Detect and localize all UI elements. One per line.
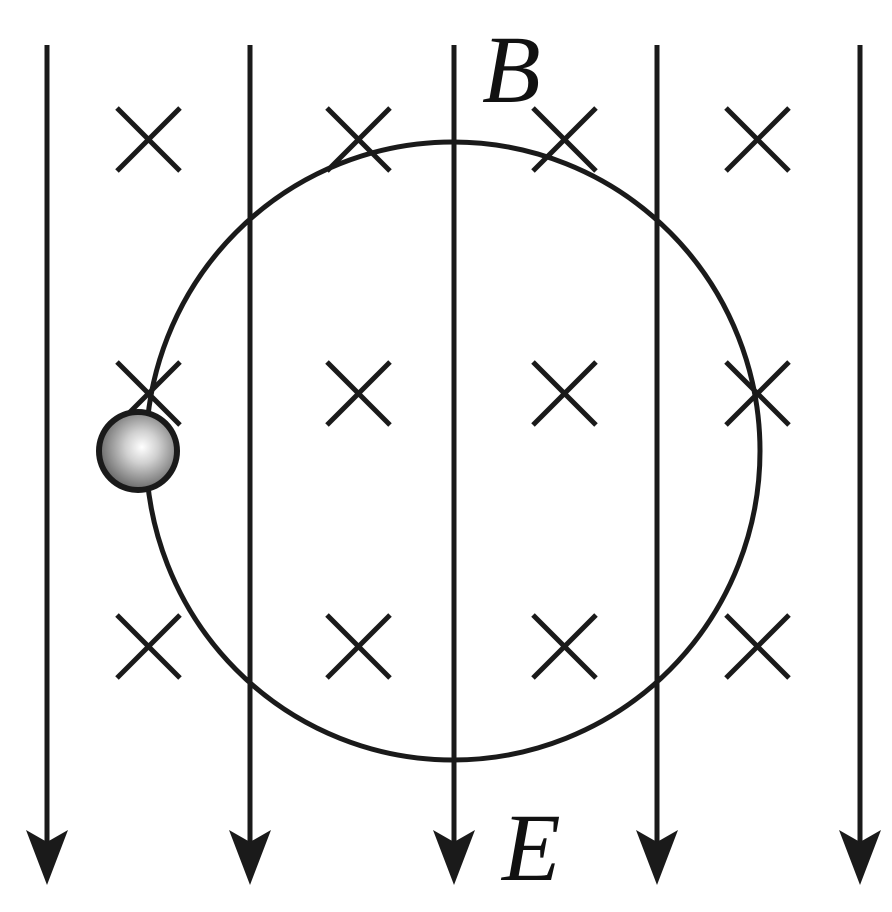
magnetic-cross-icon bbox=[531, 360, 598, 427]
electric-field-line bbox=[839, 45, 881, 885]
magnetic-field-label: B bbox=[482, 16, 541, 123]
magnetic-cross-icon bbox=[531, 613, 598, 680]
charged-ball-icon bbox=[96, 409, 180, 493]
magnetic-cross-icon bbox=[115, 106, 182, 173]
magnetic-cross-icon bbox=[724, 360, 791, 427]
magnetic-cross-icon bbox=[325, 106, 392, 173]
electric-field-lines bbox=[26, 45, 881, 885]
electric-field-line bbox=[229, 45, 271, 885]
magnetic-cross-icon bbox=[531, 106, 598, 173]
electric-field-label: E bbox=[502, 794, 561, 901]
magnetic-cross-icon bbox=[724, 106, 791, 173]
magnetic-cross-icon bbox=[325, 613, 392, 680]
magnetic-cross-icon bbox=[115, 613, 182, 680]
magnetic-cross-icon bbox=[325, 360, 392, 427]
electric-field-line bbox=[26, 45, 68, 885]
electric-field-line bbox=[433, 45, 475, 885]
magnetic-cross-icon bbox=[724, 613, 791, 680]
electric-field-line bbox=[636, 45, 678, 885]
magnetic-field-crosses bbox=[115, 106, 791, 680]
